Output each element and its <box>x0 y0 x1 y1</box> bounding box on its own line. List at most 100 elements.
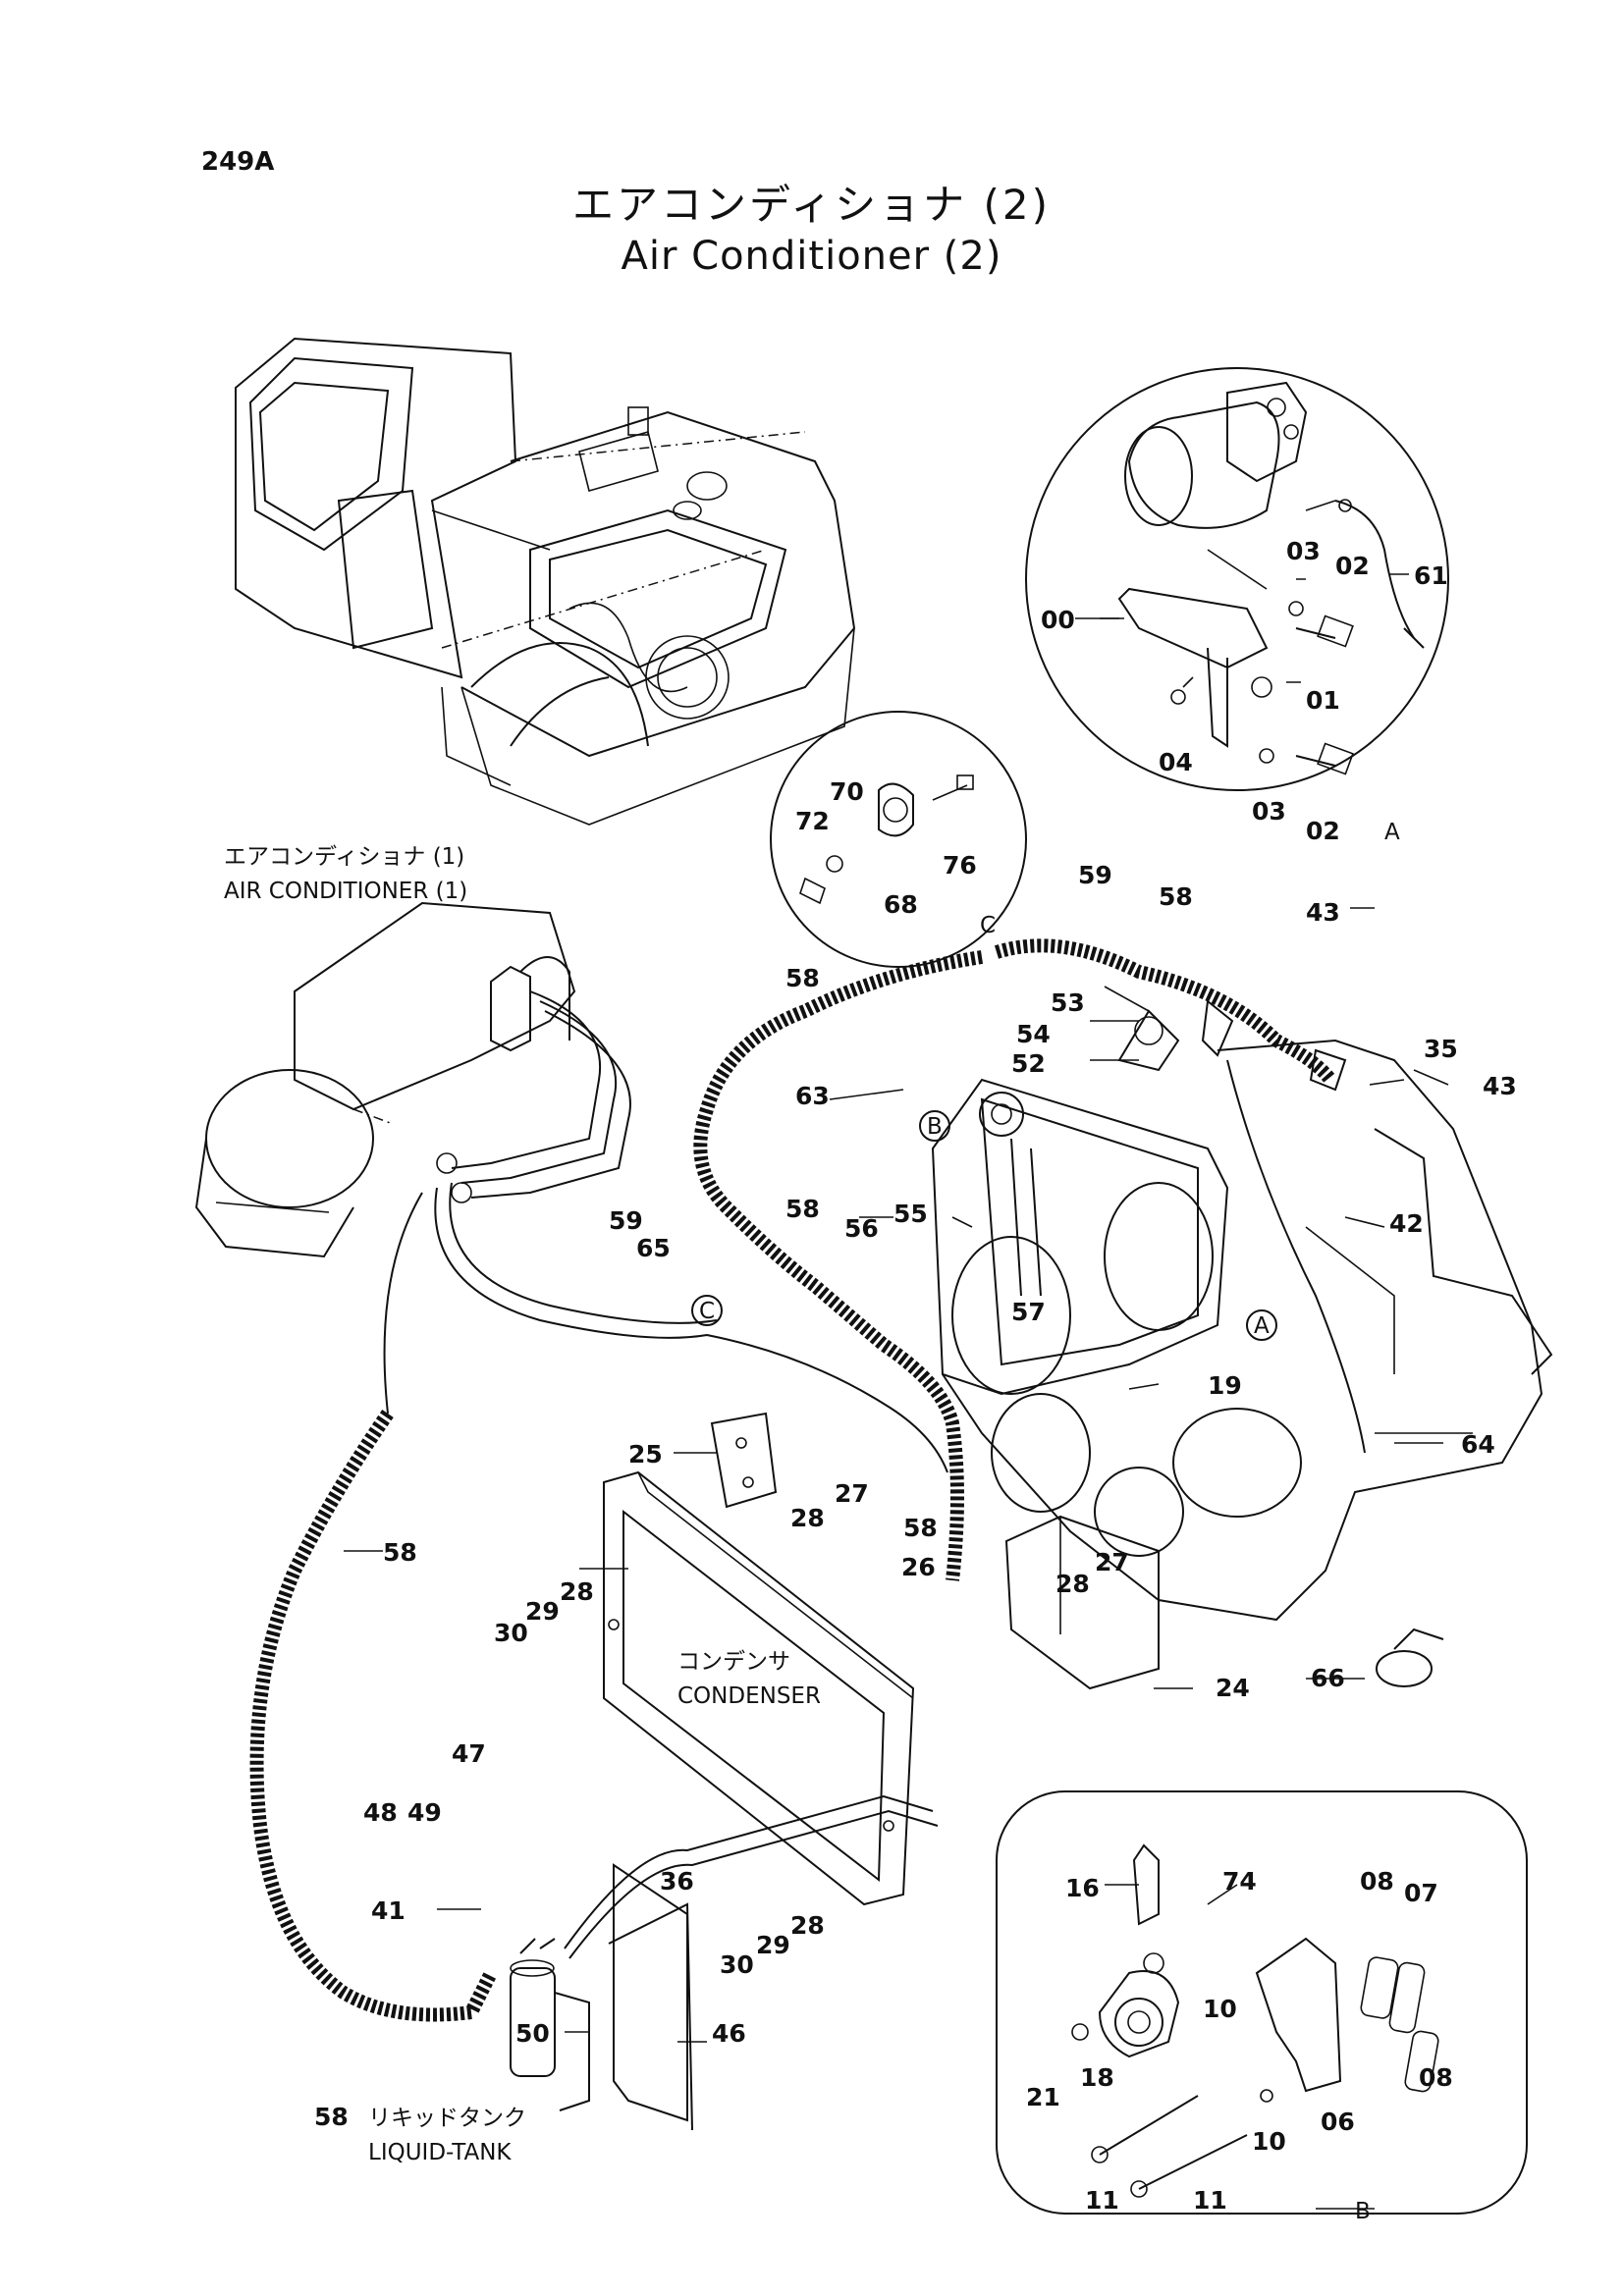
condenser-label-jp: コンデンサ <box>677 1649 790 1675</box>
callout-28d: 28 <box>790 1911 825 1940</box>
detail-c-letter: C <box>980 913 996 938</box>
callout-27: 27 <box>835 1479 869 1508</box>
hose-clamp-66 <box>1376 1628 1444 1687</box>
callout-57: 57 <box>1011 1298 1046 1326</box>
callout-19: 19 <box>1208 1371 1242 1400</box>
callout-29b: 29 <box>756 1931 790 1959</box>
condenser-label-en: CONDENSER <box>677 1683 821 1709</box>
callout-03b: 03 <box>1252 797 1286 826</box>
callout-64: 64 <box>1461 1430 1495 1459</box>
callout-50: 50 <box>515 2019 550 2048</box>
callout-47: 47 <box>452 1739 486 1768</box>
detail-reference-letters: A C B B C A <box>691 820 1400 2224</box>
ref-circle-a-letter: A <box>1254 1313 1270 1339</box>
callout-52: 52 <box>1011 1049 1046 1078</box>
callout-30: 30 <box>494 1619 528 1647</box>
callout-10b: 10 <box>1252 2127 1286 2156</box>
callout-25: 25 <box>628 1440 663 1468</box>
ref-circle-a <box>1246 1309 1277 1341</box>
callout-28: 28 <box>790 1504 825 1532</box>
callout-74: 74 <box>1222 1867 1257 1896</box>
callout-02b: 02 <box>1306 817 1340 845</box>
callout-68: 68 <box>884 890 918 919</box>
engine-and-fan-shroud <box>931 999 1553 1622</box>
callout-08b: 08 <box>1419 2063 1453 2092</box>
detail-c-clamp <box>770 711 1027 968</box>
ref-circle-c-letter: C <box>699 1299 715 1324</box>
callout-35: 35 <box>1424 1035 1458 1063</box>
callout-59: 59 <box>1078 861 1112 889</box>
callout-06: 06 <box>1321 2108 1355 2136</box>
tank-label-jp: リキッドタンク <box>368 2106 526 2131</box>
callout-28c: 28 <box>560 1577 594 1606</box>
callout-16: 16 <box>1065 1874 1100 1902</box>
ref-circle-b-letter: B <box>927 1114 943 1140</box>
callout-11: 11 <box>1085 2186 1119 2215</box>
detail-a-compressor-bracket <box>1025 367 1449 791</box>
page-number: 249A <box>201 147 275 177</box>
group-labels: エアコンディショナ (1) AIR CONDITIONER (1) コンデンサ … <box>224 844 821 2165</box>
detail-a-letter: A <box>1384 820 1400 845</box>
callout-49: 49 <box>407 1798 442 1827</box>
callout-42: 42 <box>1389 1209 1424 1238</box>
title-japanese: エアコンディショナ (2) <box>572 181 1051 229</box>
callout-04: 04 <box>1159 748 1193 776</box>
callout-70: 70 <box>830 777 864 806</box>
leader-lines <box>344 573 1449 2210</box>
ac1-label-en: AIR CONDITIONER (1) <box>224 879 467 904</box>
hose-58-assembly <box>249 938 1336 2022</box>
callout-11b: 11 <box>1193 2186 1227 2215</box>
callout-02: 02 <box>1335 552 1370 580</box>
callout-58: 58 <box>1159 882 1193 911</box>
callout-24: 24 <box>1216 1674 1250 1702</box>
callout-36: 36 <box>660 1867 694 1896</box>
callout-61: 61 <box>1414 561 1448 590</box>
air-conditioner-1-unit <box>194 901 631 1258</box>
callout-43b: 43 <box>1483 1072 1517 1100</box>
detail-b-letter: B <box>1355 2199 1371 2224</box>
callout-21: 21 <box>1026 2083 1060 2111</box>
callout-65: 65 <box>636 1234 671 1262</box>
callout-58d: 58 <box>903 1514 938 1542</box>
callout-08: 08 <box>1360 1867 1394 1896</box>
callout-59b: 59 <box>609 1206 643 1235</box>
callout-00: 00 <box>1041 606 1075 634</box>
liquid-tank <box>510 1794 939 2111</box>
ref-circle-c <box>691 1295 723 1326</box>
callout-76: 76 <box>943 851 977 880</box>
callout-29: 29 <box>525 1597 560 1626</box>
callout-58f: 58 <box>314 2103 349 2131</box>
callout-03: 03 <box>1286 537 1321 565</box>
callout-43: 43 <box>1306 898 1340 927</box>
tank-label-en: LIQUID-TANK <box>368 2140 512 2165</box>
callout-56: 56 <box>844 1214 879 1243</box>
callout-28b: 28 <box>1055 1570 1090 1598</box>
bracket-25 <box>710 1412 778 1509</box>
ac1-label-jp: エアコンディショナ (1) <box>224 844 464 870</box>
callout-58b: 58 <box>785 964 820 992</box>
callout-30b: 30 <box>720 1950 754 1979</box>
callout-46: 46 <box>712 2019 746 2048</box>
callout-26: 26 <box>901 1553 936 1581</box>
callout-10: 10 <box>1203 1995 1237 2023</box>
bracket-46 <box>608 1863 693 2131</box>
excavator-illustration <box>235 337 856 826</box>
bracket-24 <box>1004 1515 1160 1690</box>
detail-b-idler-pulley <box>996 1790 1528 2215</box>
callout-63: 63 <box>795 1082 830 1110</box>
callout-55: 55 <box>893 1200 928 1228</box>
condenser-unit <box>603 1470 915 1906</box>
callout-53: 53 <box>1051 988 1085 1017</box>
title-english: Air Conditioner (2) <box>621 234 1002 279</box>
callout-72: 72 <box>795 807 830 835</box>
callout-48: 48 <box>363 1798 398 1827</box>
callout-58e: 58 <box>383 1538 417 1567</box>
callout-18: 18 <box>1080 2063 1114 2092</box>
callout-01: 01 <box>1306 686 1340 715</box>
callout-58c: 58 <box>785 1195 820 1223</box>
callout-27b: 27 <box>1095 1548 1129 1576</box>
callout-54: 54 <box>1016 1020 1051 1048</box>
callout-07: 07 <box>1404 1879 1438 1907</box>
callout-41: 41 <box>371 1896 406 1925</box>
